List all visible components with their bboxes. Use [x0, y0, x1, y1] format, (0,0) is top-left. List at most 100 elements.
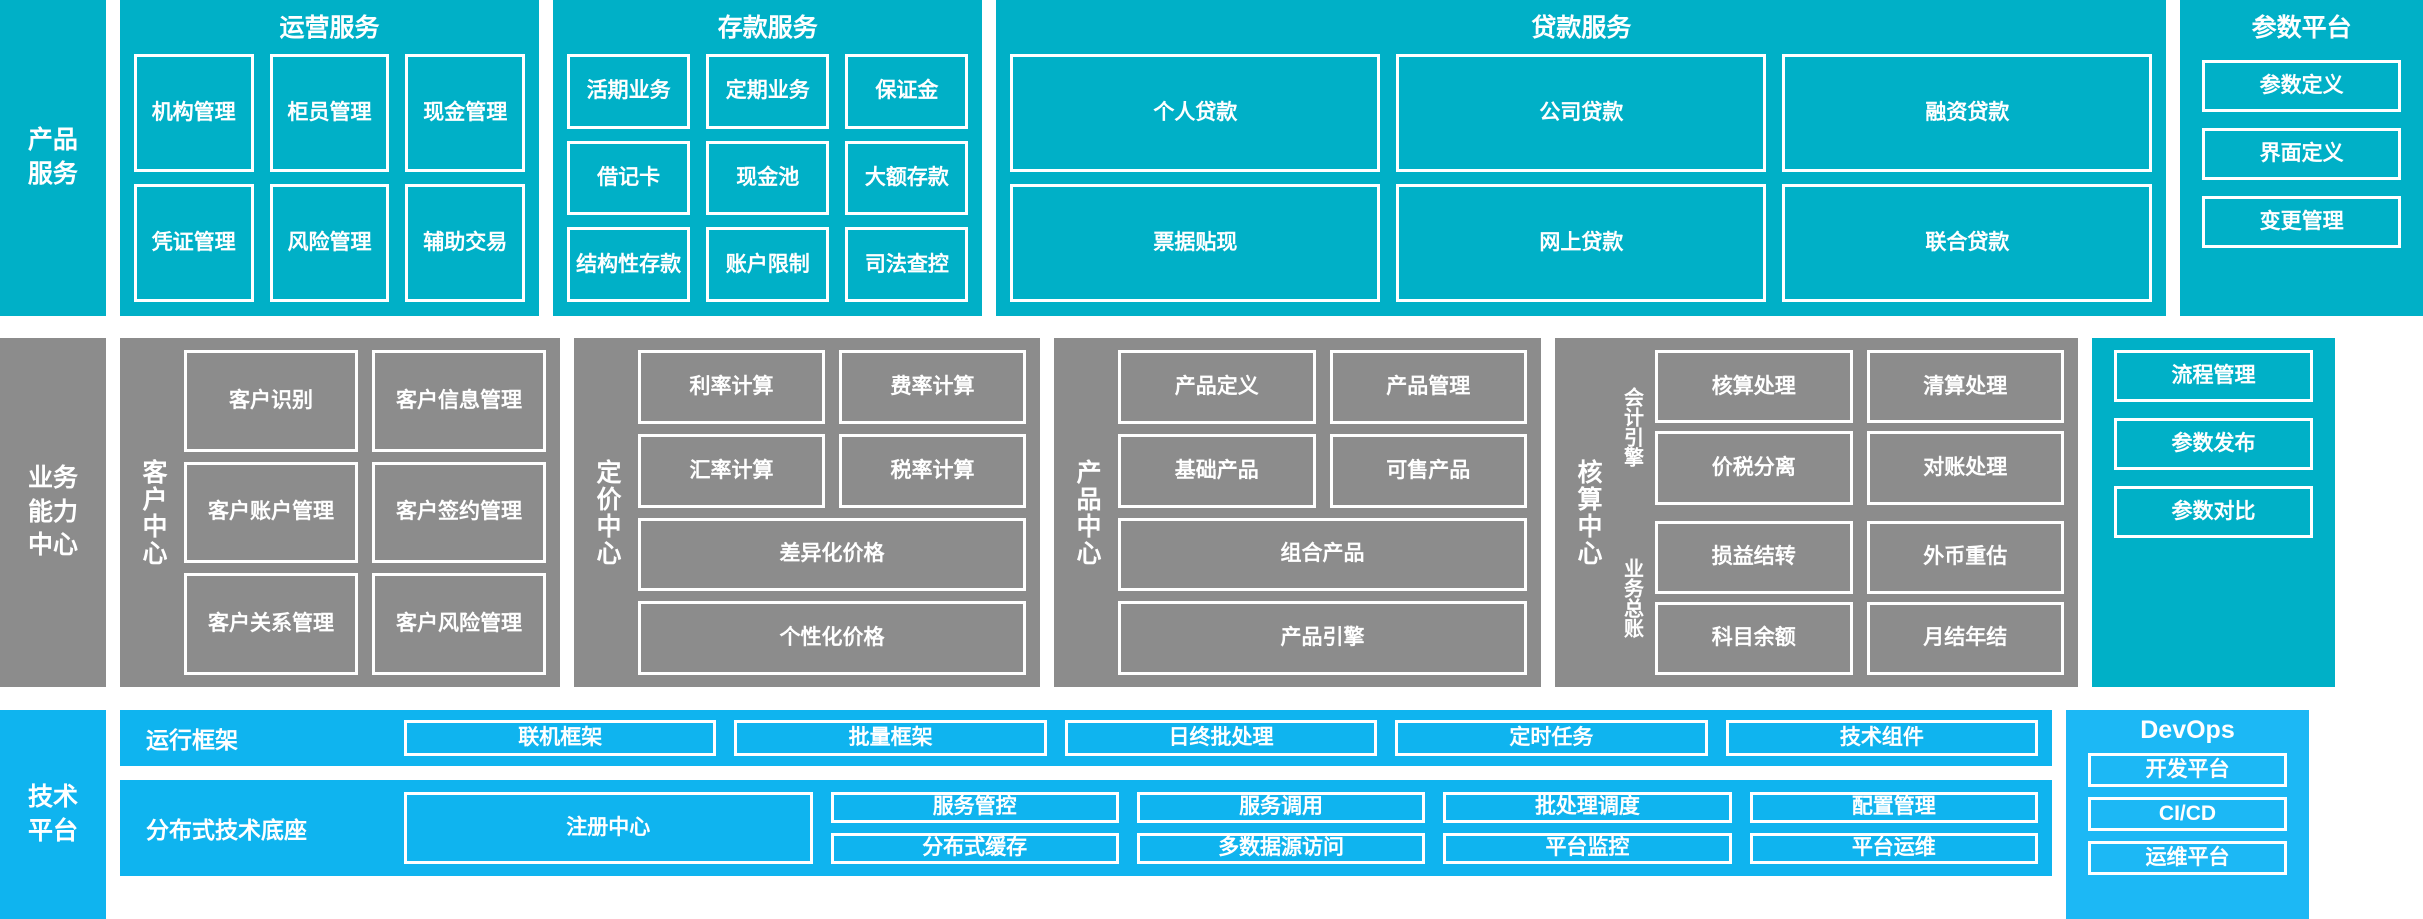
tech-chip-dingshirenwu[interactable]: 定时任务 — [1395, 720, 1708, 756]
devops-chip-cicd[interactable]: CI/CD — [2088, 797, 2287, 831]
layer-label-business-capability: 业务 能力 中心 — [0, 338, 106, 687]
center-label-product: 产品中心 — [1073, 458, 1101, 567]
service-chip-jiegouxingcunkuan[interactable]: 结构性存款 — [567, 227, 691, 303]
center-row: 差异化价格 — [638, 517, 1026, 592]
parameter-platform-title: 参数平台 — [2251, 14, 2352, 42]
business-capability-label-line1: 业务 — [27, 463, 78, 492]
devops-title: DevOps — [2140, 716, 2235, 744]
business-capability-label-line3: 中心 — [27, 531, 78, 560]
service-chip-wangshangdaikuan[interactable]: 网上贷款 — [1396, 184, 1767, 302]
center-chip-shuilvjisuan[interactable]: 税率计算 — [839, 433, 1026, 508]
service-chip-pingzhengguanli[interactable]: 凭证管理 — [133, 184, 254, 302]
devops-chip-kaifapingtai[interactable]: 开发平台 — [2088, 753, 2287, 787]
param-chip-biangengguanli[interactable]: 变更管理 — [2202, 196, 2401, 248]
service-chip-guiyuanguanli[interactable]: 柜员管理 — [269, 54, 390, 172]
center-chip-chayihuajiage[interactable]: 差异化价格 — [638, 517, 1026, 592]
service-group-loan: 贷款服务 个人贷款 公司贷款 融资贷款 票据贴现 网上贷款 联合贷款 — [996, 0, 2167, 316]
tech-chip-lianjikuangjia[interactable]: 联机框架 — [404, 720, 717, 756]
layer-technical-platform: 技术 平台 运行框架 联机框架 批量框架 日终批处理 定时任务 技术组件 分布式… — [0, 710, 2423, 919]
tech-chip-duoshujuyuanfangwen[interactable]: 多数据源访问 — [1136, 833, 1426, 864]
tech-strip-label-distributed-base: 分布式技术底座 — [146, 817, 307, 843]
center-chip-kehushibie[interactable]: 客户识别 — [184, 350, 358, 452]
center-chip-feilvjisuan[interactable]: 费率计算 — [839, 350, 1026, 424]
tech-chip-rizhongpichuli[interactable]: 日终批处理 — [1064, 720, 1378, 756]
service-group-title-loan: 贷款服务 — [1531, 14, 1632, 42]
center-row: 个性化价格 — [638, 601, 1026, 675]
technical-platform-strips: 运行框架 联机框架 批量框架 日终批处理 定时任务 技术组件 分布式技术底座 注… — [120, 710, 2052, 919]
center-chip-gexinghuajiage[interactable]: 个性化价格 — [638, 601, 1026, 675]
service-chip-fengxianguanli[interactable]: 风险管理 — [269, 184, 390, 302]
center-chip-kemuyue[interactable]: 科目余额 — [1655, 601, 1853, 675]
center-chip-kehufengxianguanli[interactable]: 客户风险管理 — [372, 573, 546, 676]
tech-column: 服务管控 分布式缓存 — [830, 792, 1119, 864]
center-chip-kehuzhanghuguanli[interactable]: 客户账户管理 — [184, 461, 358, 564]
center-row: 产品引擎 — [1118, 601, 1527, 675]
service-chip-dingqiyewu[interactable]: 定期业务 — [706, 54, 830, 129]
devops-chip-yunweipingtai[interactable]: 运维平台 — [2088, 841, 2287, 875]
service-chip-jijika[interactable]: 借记卡 — [567, 140, 691, 216]
center-chip-waibizhonggu[interactable]: 外币重估 — [1866, 520, 2064, 594]
service-row: 结构性存款 账户限制 司法查控 — [567, 227, 969, 303]
tech-column: 服务调用 多数据源访问 — [1136, 792, 1426, 864]
param-chip-canshudingyi[interactable]: 参数定义 — [2202, 60, 2401, 112]
center-chip-kehuguanxiguanli[interactable]: 客户关系管理 — [184, 573, 358, 676]
center-chip-sunyijiezhuan[interactable]: 损益结转 — [1655, 520, 1853, 594]
center-chip-yuejieniannjie[interactable]: 月结年结 — [1866, 601, 2064, 675]
center-chip-kehuqianyueguanli[interactable]: 客户签约管理 — [372, 461, 546, 564]
service-chip-xianjinguanli[interactable]: 现金管理 — [405, 54, 526, 172]
service-row: 凭证管理 风险管理 辅助交易 — [133, 184, 526, 302]
service-chip-zhanghuxianzhi[interactable]: 账户限制 — [706, 227, 830, 303]
center-row: 客户识别 客户信息管理 — [184, 350, 546, 452]
tech-column: 批处理调度 平台监控 — [1443, 792, 1732, 864]
tech-chip-pingtaiyunwei[interactable]: 平台运维 — [1749, 833, 2038, 864]
tech-chip-peizhiguanli[interactable]: 配置管理 — [1749, 792, 2038, 823]
service-chip-rongzidaikuan[interactable]: 融资贷款 — [1782, 54, 2153, 172]
center-chip-duizhangchuli[interactable]: 对账处理 — [1866, 431, 2064, 505]
service-chip-gerendaikuan[interactable]: 个人贷款 — [1010, 54, 1381, 172]
service-chip-piaojutiexian[interactable]: 票据贴现 — [1010, 184, 1381, 302]
tech-chip-fenbushihuancun[interactable]: 分布式缓存 — [830, 833, 1119, 864]
service-chip-lianhedaikuan[interactable]: 联合贷款 — [1782, 184, 2153, 302]
center-chip-keshouchanpin[interactable]: 可售产品 — [1329, 433, 1527, 508]
product-service-label-line1: 产品 — [27, 126, 78, 155]
param-chip-canshuduibi[interactable]: 参数对比 — [2114, 486, 2313, 538]
tech-chip-zhuceZhongxin[interactable]: 注册中心 — [404, 792, 813, 864]
tech-chip-fuwuguankong[interactable]: 服务管控 — [830, 792, 1119, 823]
center-chip-chanpinguanli[interactable]: 产品管理 — [1329, 350, 1527, 424]
business-capability-label-line2: 能力 — [27, 497, 78, 526]
service-chip-fuzhujiaoyi[interactable]: 辅助交易 — [405, 184, 526, 302]
center-chip-lilvjisuan[interactable]: 利率计算 — [638, 350, 825, 424]
technical-platform-label-line2: 平台 — [27, 816, 78, 845]
center-chip-zuhechanpin[interactable]: 组合产品 — [1118, 517, 1527, 592]
param-chip-canshufabu[interactable]: 参数发布 — [2114, 418, 2313, 470]
tech-chip-fuwudiaoyong[interactable]: 服务调用 — [1136, 792, 1426, 823]
center-chip-qingsuanchuli[interactable]: 清算处理 — [1866, 350, 2064, 424]
center-chip-jichuchanpin[interactable]: 基础产品 — [1118, 433, 1316, 508]
center-chip-chanpindingyi[interactable]: 产品定义 — [1118, 350, 1316, 424]
service-chip-daecunkuan[interactable]: 大额存款 — [845, 140, 969, 216]
center-chip-kehuxinxiguanli[interactable]: 客户信息管理 — [372, 350, 546, 452]
tech-chip-jishuzujian[interactable]: 技术组件 — [1725, 720, 2039, 756]
param-chip-jiemiandingyi[interactable]: 界面定义 — [2202, 128, 2401, 180]
service-chip-baozhengjin[interactable]: 保证金 — [845, 54, 969, 129]
service-chip-sifachakong[interactable]: 司法查控 — [845, 227, 969, 303]
param-chip-liuchengguanli[interactable]: 流程管理 — [2114, 350, 2313, 402]
service-group-title-operations: 运营服务 — [279, 14, 380, 42]
center-chip-jiashuifenli[interactable]: 价税分离 — [1655, 431, 1853, 505]
tech-chip-pichulidiaodu[interactable]: 批处理调度 — [1443, 792, 1732, 823]
service-row: 机构管理 柜员管理 现金管理 — [133, 54, 526, 172]
center-chip-chanpinyinqing[interactable]: 产品引擎 — [1118, 601, 1527, 675]
capability-center-pricing: 定价中心 利率计算 费率计算 汇率计算 税率计算 差异化价格 个性化价格 — [574, 338, 1040, 687]
service-chip-gongsidaikuan[interactable]: 公司贷款 — [1396, 54, 1767, 172]
parameter-platform-top: 参数平台 参数定义 界面定义 变更管理 — [2180, 0, 2423, 316]
tech-chip-piliangkuangjia[interactable]: 批量框架 — [734, 720, 1047, 756]
service-chip-huoqiyewu[interactable]: 活期业务 — [567, 54, 691, 129]
service-chip-xianjinchi[interactable]: 现金池 — [706, 140, 830, 216]
layer-business-capability: 业务 能力 中心 客户中心 客户识别 客户信息管理 客户账户管理 客户签约管理 … — [0, 338, 2423, 687]
center-chip-hesuanchuli[interactable]: 核算处理 — [1655, 350, 1853, 424]
center-chip-huilvjisuan[interactable]: 汇率计算 — [638, 433, 825, 508]
capability-center-accounting: 核算中心 会计引擎 核算处理 清算处理 价税分离 对账处理 — [1555, 338, 2078, 687]
service-chip-jigouguanli[interactable]: 机构管理 — [133, 54, 254, 172]
layer-label-technical-platform: 技术 平台 — [0, 710, 106, 919]
tech-chip-pingtaijiankong[interactable]: 平台监控 — [1443, 833, 1732, 864]
